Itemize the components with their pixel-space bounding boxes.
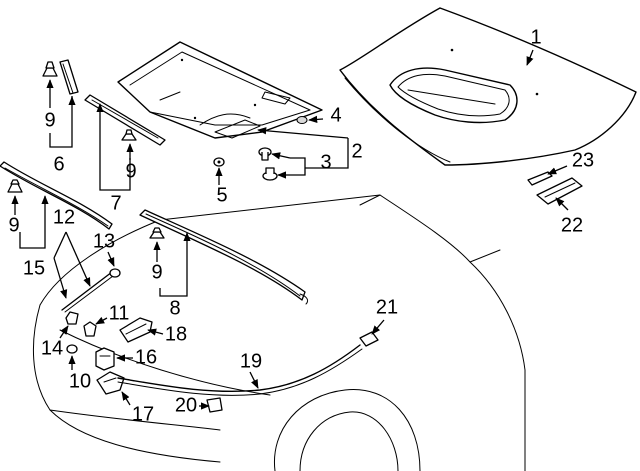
leader-lines: [11, 49, 569, 410]
callout-13: 13: [93, 230, 115, 252]
callout-10: 10: [69, 370, 91, 392]
fastener-9-d: [149, 227, 165, 239]
release-handle-20: [206, 397, 223, 413]
callout-16: 16: [135, 346, 157, 368]
clip-5-part: [213, 157, 225, 167]
part-10: [66, 344, 78, 354]
callout-18: 18: [165, 323, 187, 345]
callout-4: 4: [330, 104, 341, 126]
callout-7: 7: [110, 192, 121, 214]
callout-5: 5: [216, 184, 227, 206]
seal-6-part: [59, 59, 79, 95]
callout-labels: 1 2 3 4 5 6 7 8 9 9 9 9 10 11 12 13 14 1…: [8, 26, 594, 425]
latch-bracket-17: [96, 371, 125, 395]
callout-1: 1: [530, 26, 541, 48]
callout-9-b: 9: [125, 160, 136, 182]
hood-insulator: [117, 41, 323, 139]
support-bracket-18: [119, 317, 153, 343]
fastener-9-a: [42, 61, 58, 77]
clip-4-part: [296, 116, 308, 124]
callout-19: 19: [240, 350, 262, 372]
seal-8-part: [139, 209, 309, 305]
callout-14: 14: [41, 337, 63, 359]
cable-clip-21: [359, 331, 379, 347]
callout-12: 12: [53, 206, 75, 228]
fastener-9-b: [121, 129, 137, 141]
callout-9-a: 9: [44, 109, 55, 131]
release-cable-19: [117, 344, 363, 396]
insulator-clips: [258, 147, 278, 181]
callout-6: 6: [53, 153, 64, 175]
part-14: [65, 311, 79, 325]
callout-22: 22: [561, 214, 583, 236]
callout-21: 21: [376, 296, 398, 318]
callout-9-d: 9: [151, 261, 162, 283]
part-23: [527, 171, 553, 186]
callout-2: 2: [351, 140, 362, 162]
seal-15-part: [0, 161, 113, 230]
callout-20: 20: [175, 394, 197, 416]
callout-23: 23: [572, 149, 594, 171]
part-11: [83, 321, 97, 337]
hood-latch-16: [95, 347, 115, 371]
callout-17: 17: [132, 403, 154, 425]
callout-3: 3: [320, 151, 331, 173]
hood-prop-rod: [61, 268, 121, 313]
hood-panel: [339, 7, 637, 166]
callout-11: 11: [109, 302, 130, 324]
callout-15: 15: [23, 257, 45, 279]
callout-8: 8: [169, 297, 180, 319]
fastener-9-c: [7, 179, 23, 193]
callout-9-c: 9: [8, 214, 19, 236]
part-22: [536, 177, 583, 205]
